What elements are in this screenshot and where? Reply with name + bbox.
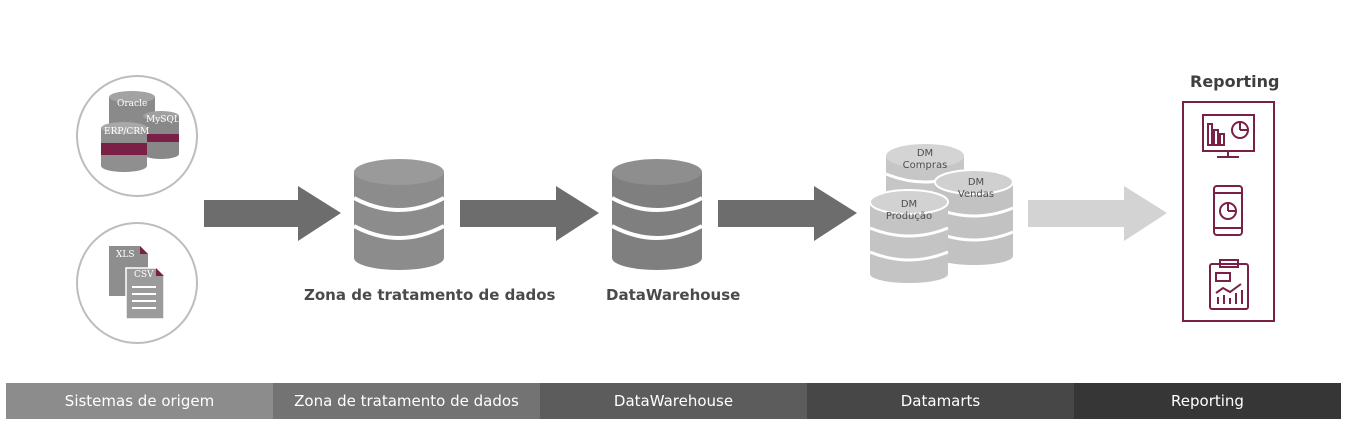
dm-producao-label: DM Produção — [877, 199, 941, 223]
warehouse-db-icon — [611, 159, 703, 270]
staging-db-icon — [353, 159, 445, 270]
erp-crm-label: ERP/CRM — [104, 127, 150, 137]
clipboard-report-icon — [1209, 259, 1249, 310]
dm-compras-label: DM Compras — [893, 148, 957, 172]
xls-label: XLS — [116, 250, 135, 260]
dm-vendas-line2: Vendas — [957, 189, 995, 200]
dm-compras-db-icon — [885, 144, 965, 194]
staging-label: Zona de tratamento de dados — [304, 286, 556, 304]
arrow-1-icon — [204, 186, 341, 241]
arrow-4-icon — [1028, 186, 1167, 241]
dm-producao-db-icon — [869, 189, 949, 283]
csv-label: CSV — [134, 270, 154, 280]
dashboard-monitor-icon — [1202, 114, 1255, 158]
mysql-label: MySQL — [146, 115, 180, 125]
dm-producao-line1: DM — [900, 199, 918, 210]
erp-crm-db-icon — [101, 122, 147, 172]
bar-segment-sources: Sistemas de origem — [6, 383, 273, 419]
bar-segment-staging: Zona de tratamento de dados — [273, 383, 540, 419]
reporting-title: Reporting — [1190, 72, 1280, 91]
stage-bar: Sistemas de origem Zona de tratamento de… — [6, 383, 1341, 419]
dm-compras-line2: Compras — [902, 160, 948, 171]
file-sources-group — [76, 222, 198, 344]
arrow-3-icon — [718, 186, 857, 241]
dm-vendas-label: DM Vendas — [944, 177, 1008, 201]
dm-compras-line1: DM — [916, 148, 934, 159]
bar-segment-reporting: Reporting — [1074, 383, 1341, 419]
warehouse-label: DataWarehouse — [606, 286, 741, 304]
mobile-pie-chart-icon — [1213, 185, 1243, 236]
dm-vendas-line1: DM — [967, 177, 985, 188]
oracle-label: Oracle — [117, 99, 148, 109]
mysql-db-icon — [143, 111, 179, 159]
arrow-2-icon — [460, 186, 599, 241]
database-sources-group — [76, 75, 198, 197]
bar-segment-datamarts: Datamarts — [807, 383, 1074, 419]
csv-file-icon — [125, 267, 165, 320]
bar-segment-warehouse: DataWarehouse — [540, 383, 807, 419]
dm-producao-line2: Produção — [885, 211, 933, 222]
